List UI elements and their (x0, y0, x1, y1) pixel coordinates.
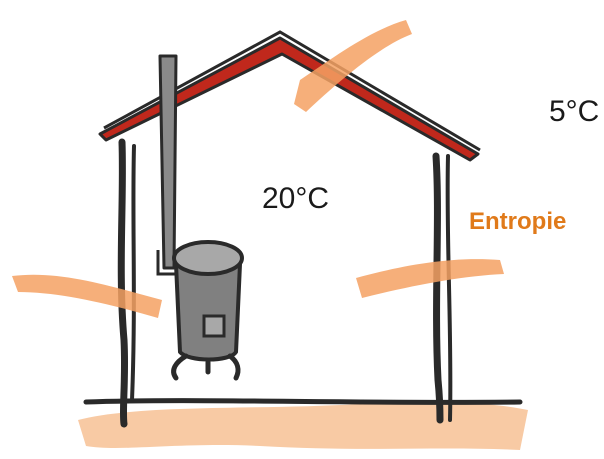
ground-band (78, 402, 528, 450)
heat-flow-right (356, 259, 504, 298)
left-wall (121, 142, 124, 424)
right-wall (436, 156, 440, 420)
inside-temperature-label: 20°C (262, 184, 329, 214)
heat-flow-left (12, 275, 162, 318)
chimney (160, 56, 176, 268)
ground-line (86, 401, 520, 403)
right-wall-inner (448, 156, 451, 420)
stove-top (174, 242, 242, 274)
entropy-label: Entropie (469, 210, 566, 234)
outside-temperature-label: 5°C (549, 97, 599, 127)
stove-body (176, 264, 240, 360)
stove-door (204, 316, 224, 336)
left-wall-inner (132, 146, 134, 400)
